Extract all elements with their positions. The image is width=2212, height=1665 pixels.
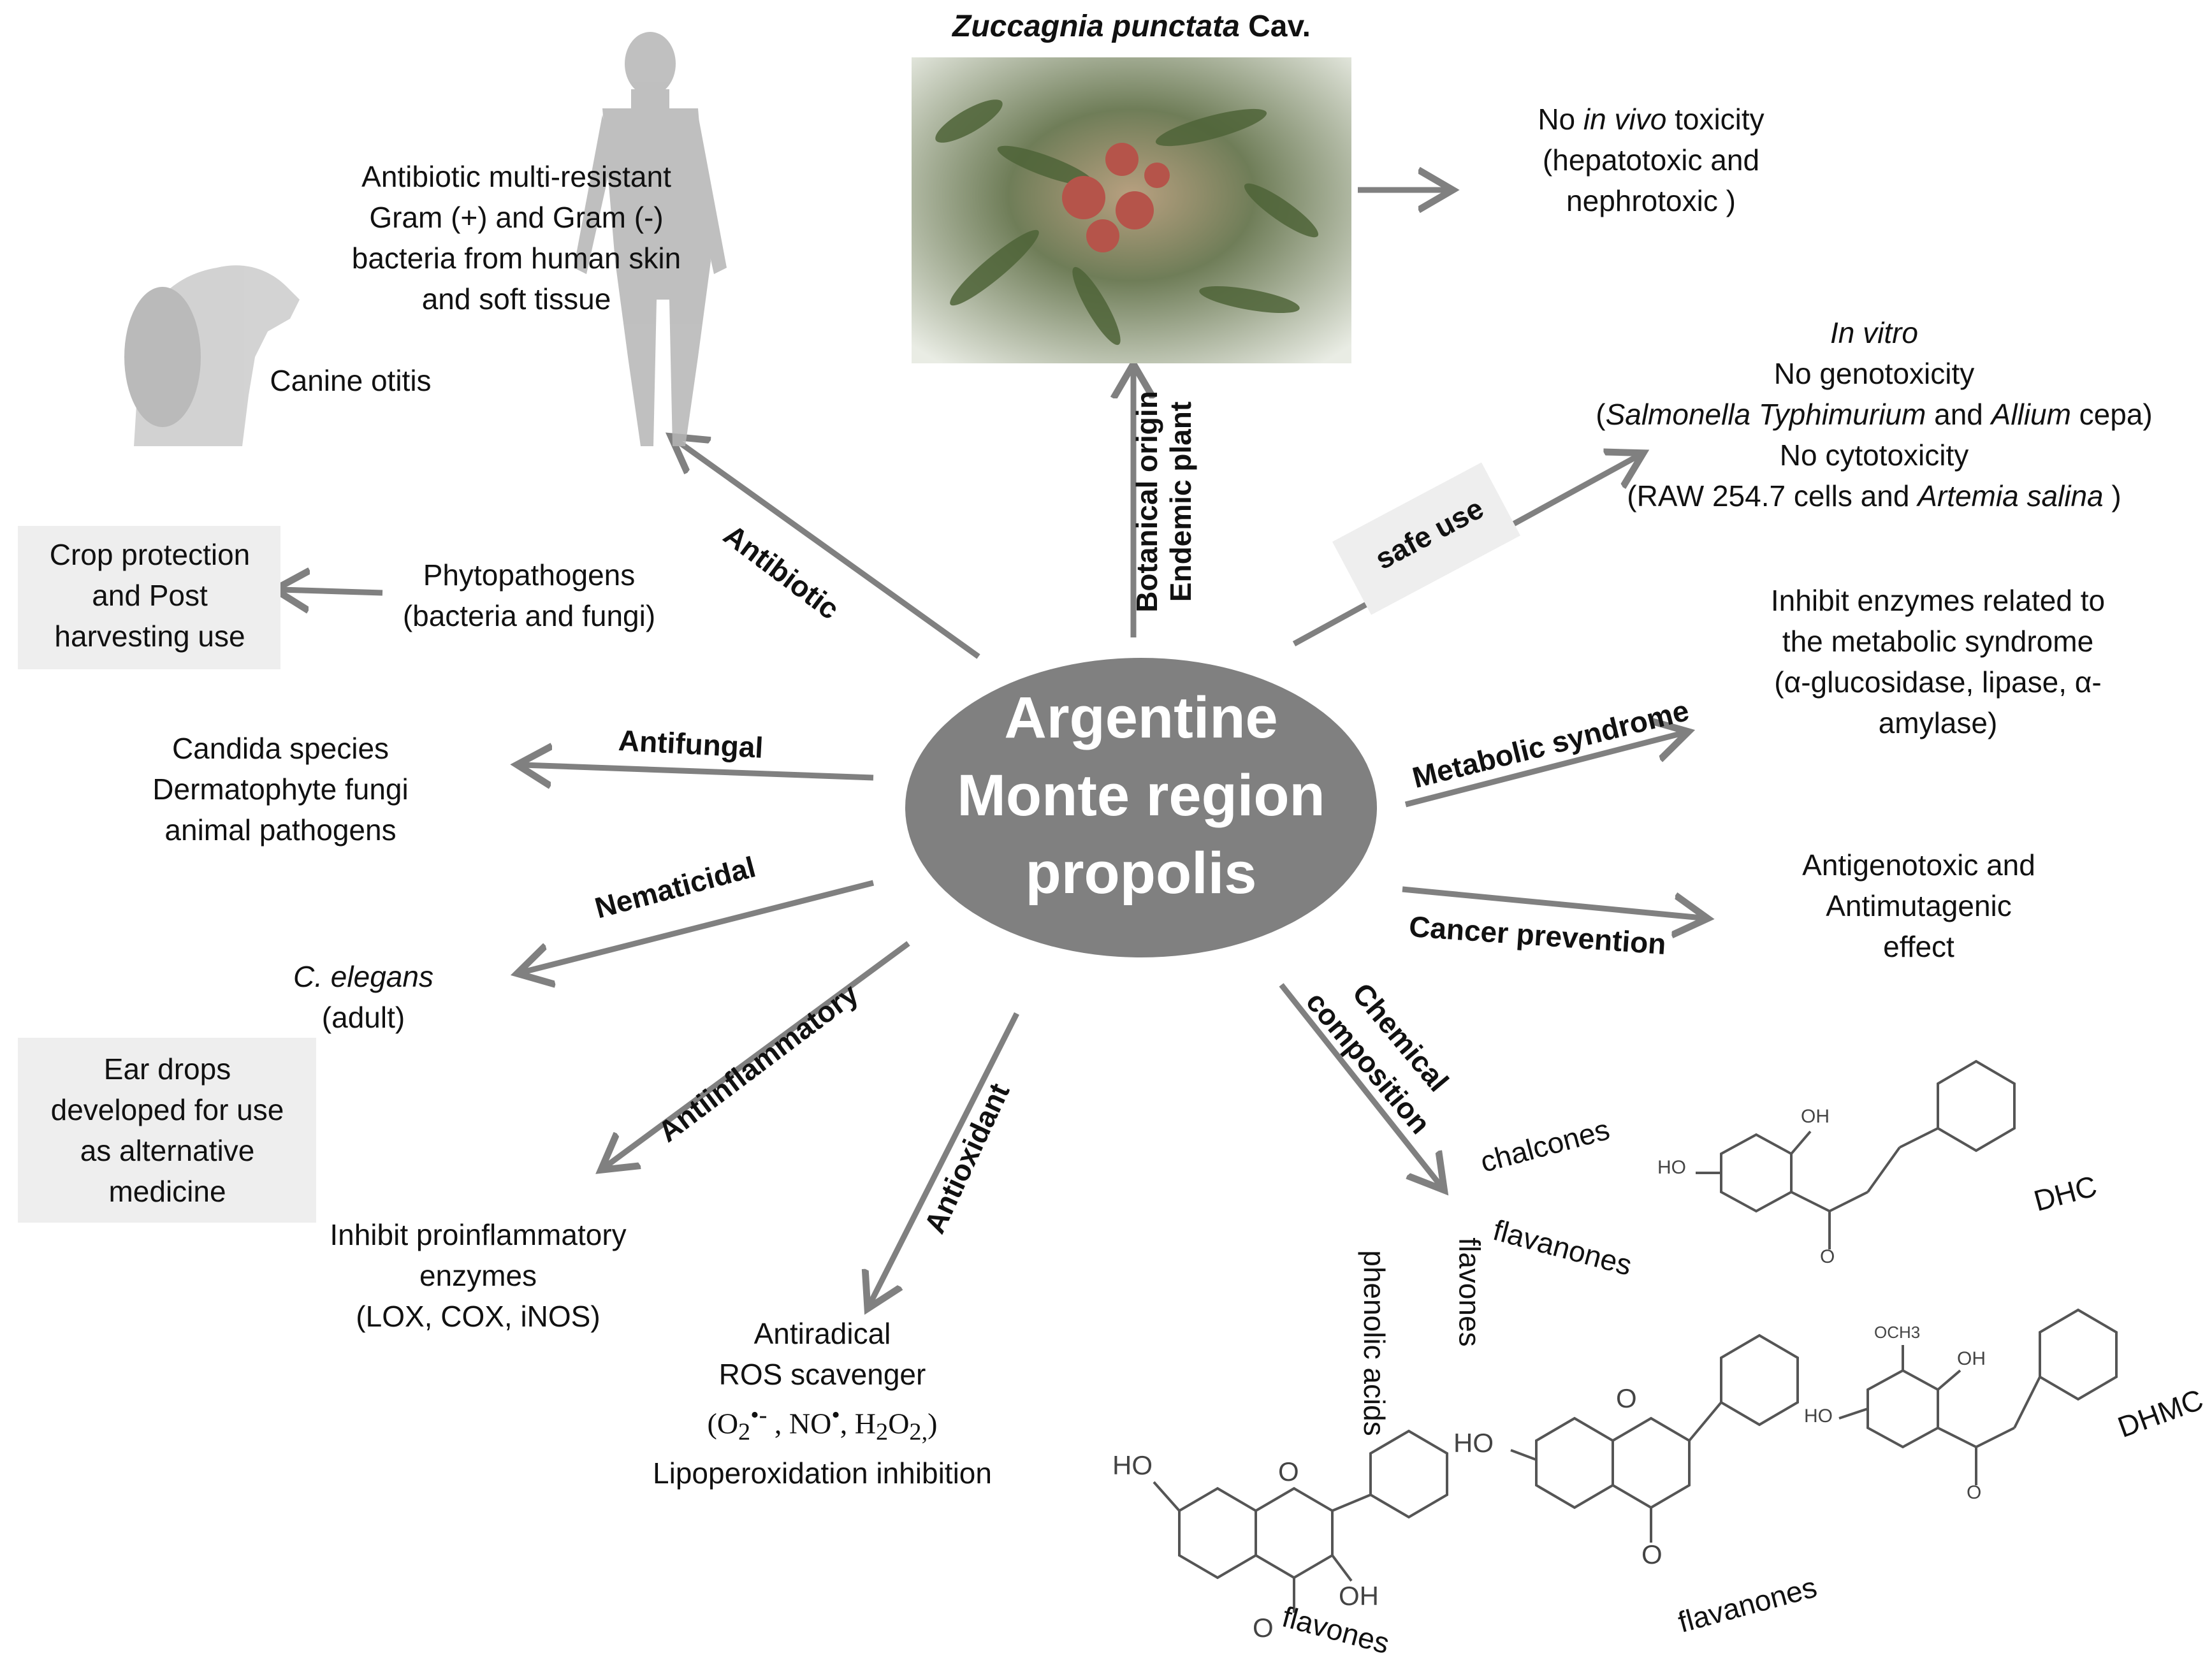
arrow-phyto [280,590,383,593]
center-line-1: Argentine [1004,685,1278,750]
atom-o-dhmc: O [1967,1482,1982,1503]
phyto-text: Phytopathogens (bacteria and fungi) [402,558,656,632]
atom-o2-flavanone: O [1641,1539,1663,1569]
center-line-3: propolis [1025,841,1257,906]
antiradical-text: Antiradical ROS scavenger (O2•- , NO•, H… [653,1317,992,1490]
arrow-antioxidant [870,1012,1020,1304]
elegans-text: C. elegans (adult) [293,960,433,1034]
human-silhouette [574,32,727,446]
chem-phenolic-acids: phenolic acids [1357,1250,1391,1436]
arrow-chemical [1279,983,1441,1186]
antigenotoxic-text: Antigenotoxic and Antimutagenic effect [1802,848,2035,963]
arrow-metabolic [1404,733,1683,808]
in-vitro-text: In vitro No genotoxicity (Salmonella Typ… [1596,316,2153,513]
ear-drops-text: Ear drops developed for use as alternati… [50,1052,284,1208]
plant-name: Zuccagnia punctata Cav. [892,6,1371,47]
atom-och3-dhmc: OCH3 [1874,1323,1921,1342]
atom-ho-dhmc: HO [1804,1406,1833,1427]
proinflammatory-text: Inhibit proinflammatory enzymes (LOX, CO… [330,1218,627,1333]
crop-text: Crop protection and Post harvesting use [49,538,251,653]
arrows [280,190,1702,1304]
label-botanical-origin: Botanical origin [1130,391,1163,613]
ear-box [18,1038,316,1223]
atom-oh-dhmc: OH [1957,1348,1986,1369]
center-ellipse [905,658,1377,957]
canine-otitis: Canine otitis [270,364,432,397]
atom-ho-dhc: HO [1657,1157,1686,1178]
atom-ho-flavone: HO [1112,1450,1153,1480]
chem-flavones: flavones [1453,1237,1487,1347]
plant-photo [912,57,1351,363]
atom-o-dhc: O [1820,1246,1835,1267]
atom-o-flavanone: O [1616,1383,1637,1413]
center-line-2: Monte region [957,763,1325,828]
atom-ho-flavanone: HO [1453,1428,1494,1458]
arrow-antifungal [523,765,874,778]
atom-oh-dhc: OH [1801,1106,1830,1127]
dhmc-structure [1838,1308,2118,1485]
label-endemic-plant: Endemic plant [1164,401,1198,602]
atom-oh-flavone: OH [1339,1581,1379,1611]
dog-silhouette [124,265,300,446]
toxicity-text: No in vivo toxicity (hepatotoxic and nep… [1538,103,1765,217]
arrow-antiinflammatory [606,941,910,1167]
center-title: Argentine Monte region propolis [912,679,1371,912]
atom-o-flavone: O [1278,1457,1299,1487]
dhc-structure [1696,1059,2016,1249]
plant-author: Cav. [1239,10,1311,43]
flavanone-structure [1510,1334,1799,1543]
crop-box [18,526,280,669]
bacteria-text: Antibiotic multi-resistant Gram (+) and … [351,160,681,316]
arrow-nematicidal [523,880,875,972]
atom-o2-flavone: O [1253,1613,1274,1643]
arrow-cancer [1402,886,1702,918]
candida-text: Candida species Dermatophyte fungi anima… [152,732,409,847]
plant-genus: Zuccagnia punctata [952,10,1240,43]
flavone-structure [1153,1429,1448,1613]
enzymes-text: Inhibit enzymes related to the metabolic… [1770,584,2106,739]
arrow-antibiotic [676,440,980,659]
